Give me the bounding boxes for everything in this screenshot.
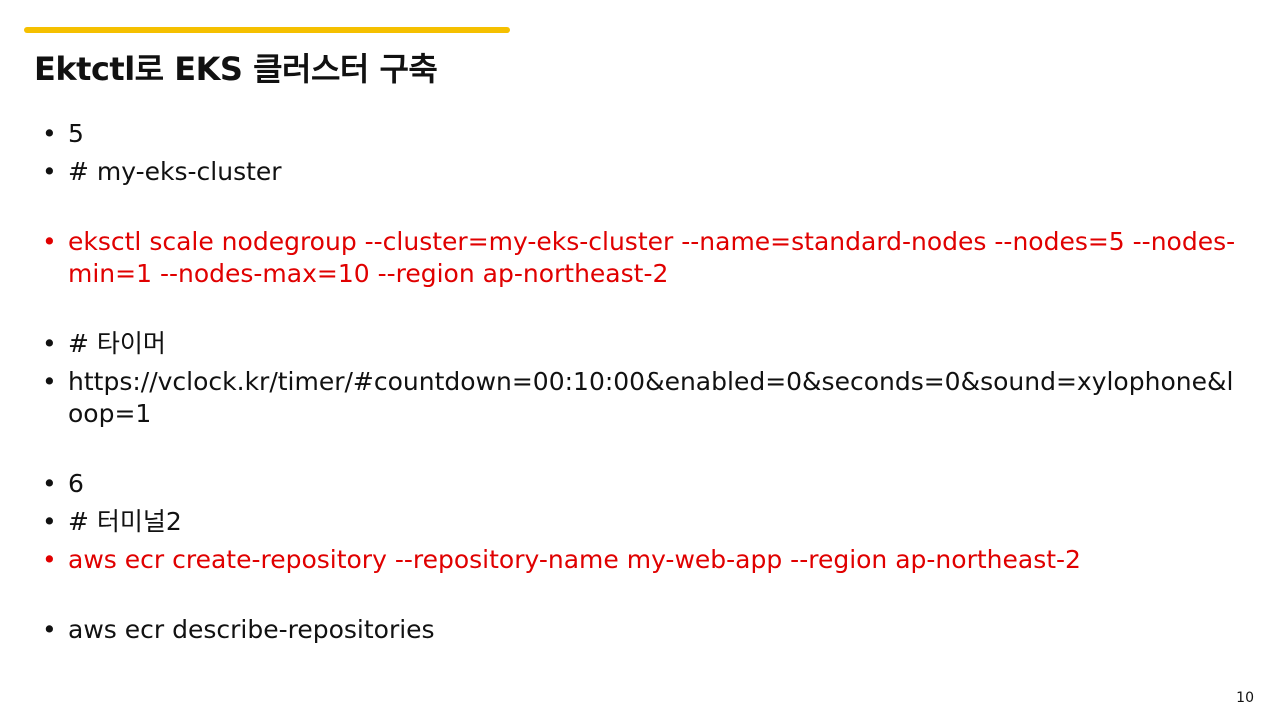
bullet-dot: • [42, 227, 57, 256]
bullet-dot: • [42, 545, 57, 574]
bullet-text: https://vclock.kr/timer/#countdown=00:10… [68, 367, 1234, 428]
bullet-item-terminal-comment: • # 터미널2 [40, 506, 1240, 538]
bullet-dot: • [42, 507, 57, 536]
bullet-text: # 타이머 [68, 329, 166, 358]
bullet-item-timer-url: • https://vclock.kr/timer/#countdown=00:… [40, 366, 1240, 430]
bullet-text: 6 [68, 469, 84, 498]
bullet-text: eksctl scale nodegroup --cluster=my-eks-… [68, 227, 1236, 288]
bullet-list: • 5 • # my-eks-cluster • eksctl scale no… [40, 118, 1240, 652]
bullet-text: aws ecr create-repository --repository-n… [68, 545, 1081, 574]
bullet-text: 5 [68, 119, 84, 148]
bullet-dot: • [42, 119, 57, 148]
bullet-dot: • [42, 329, 57, 358]
title-accent-bar [24, 27, 510, 33]
bullet-item-scale-command: • eksctl scale nodegroup --cluster=my-ek… [40, 226, 1240, 290]
bullet-dot: • [42, 157, 57, 186]
bullet-text: # 터미널2 [68, 507, 182, 536]
bullet-text: aws ecr describe-repositories [68, 615, 435, 644]
bullet-dot: • [42, 367, 57, 396]
bullet-dot: • [42, 469, 57, 498]
slide-title: Ektctl로 EKS 클러스터 구축 [34, 50, 438, 88]
page-number: 10 [1236, 690, 1254, 706]
bullet-item-ecr-create-command: • aws ecr create-repository --repository… [40, 544, 1240, 576]
bullet-dot: • [42, 615, 57, 644]
bullet-text: # my-eks-cluster [68, 157, 282, 186]
bullet-item-step-6: • 6 [40, 468, 1240, 500]
bullet-item-ecr-describe-command: • aws ecr describe-repositories [40, 614, 1240, 646]
bullet-item-timer-comment: • # 타이머 [40, 328, 1240, 360]
bullet-item-cluster-comment: • # my-eks-cluster [40, 156, 1240, 188]
bullet-item-step-5: • 5 [40, 118, 1240, 150]
